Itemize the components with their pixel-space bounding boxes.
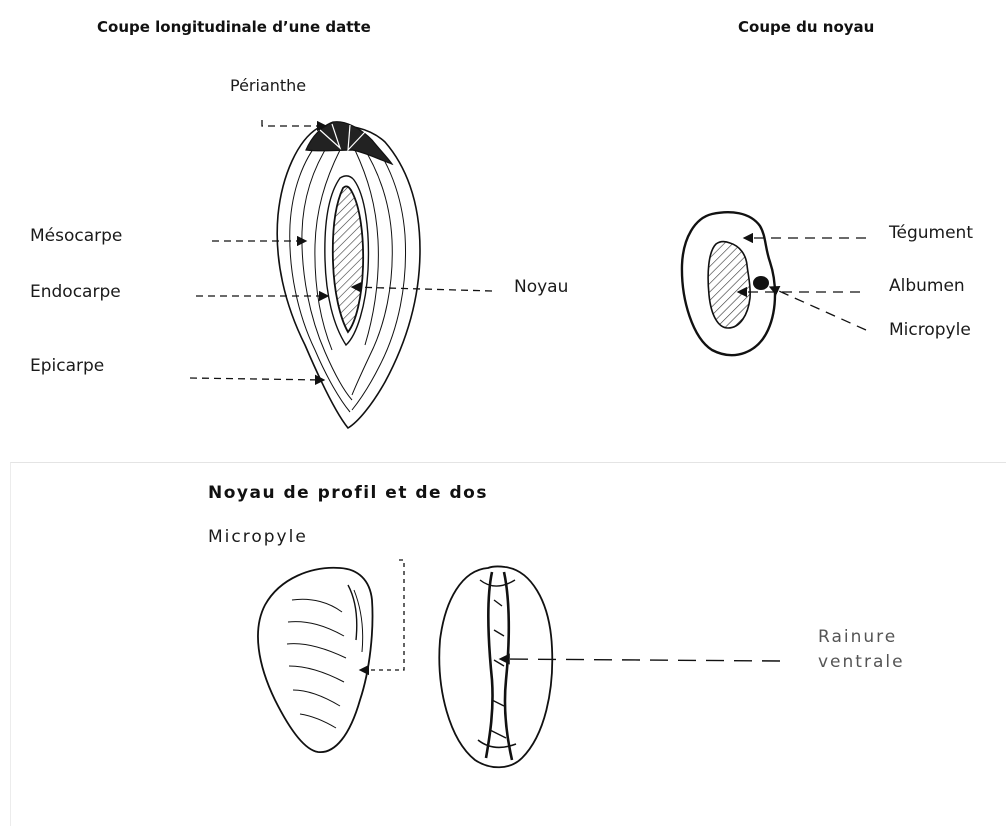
- pit-section-drawing: [682, 212, 775, 355]
- leader-noyau: [352, 287, 492, 291]
- leader-rainure: [500, 659, 780, 661]
- leader-epicarpe: [190, 378, 324, 380]
- leader-perianthe: [262, 120, 326, 126]
- pit-back-drawing: [439, 566, 552, 767]
- date-longitudinal-drawing: [277, 122, 420, 428]
- leader-micropyle-section: [770, 287, 866, 330]
- rainure-leader-line: [500, 659, 780, 661]
- pit-profile-drawing: [258, 568, 373, 752]
- pit-profile-leader-lines: [360, 560, 404, 670]
- leader-micropyle-profile: [360, 560, 404, 670]
- micropyle-dot: [753, 276, 769, 290]
